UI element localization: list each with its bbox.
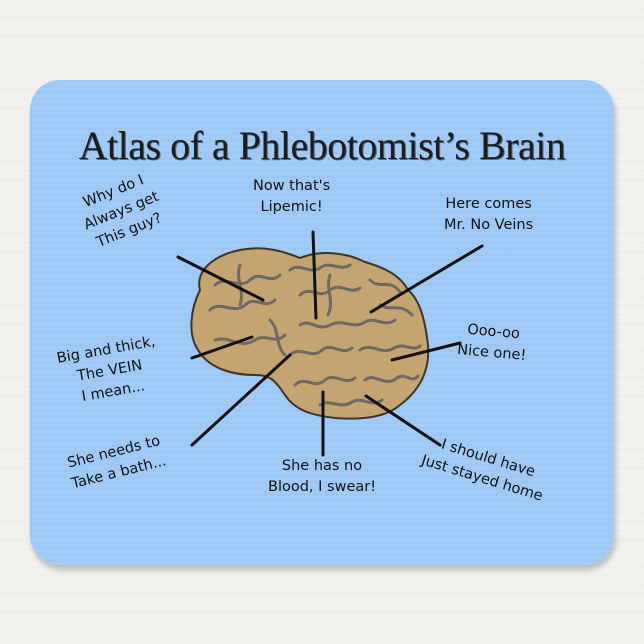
label-line: Now that's <box>253 178 331 194</box>
label-line: Mr. No Veins <box>444 217 534 233</box>
pointer-line-lipemic <box>311 230 318 320</box>
brain-icon <box>190 247 430 420</box>
pointer-line-why <box>176 255 265 302</box>
pointer-line-nice <box>390 341 462 362</box>
pointer-line-bigthick <box>190 335 254 360</box>
pointer-line-bath <box>190 353 292 447</box>
label-line: Lipemic! <box>260 199 323 215</box>
mousepad: Atlas of a Phlebotomist’s Brain <box>30 80 614 565</box>
label-nice: Ooo-oo Nice one! <box>456 319 529 367</box>
title: Atlas of a Phlebotomist’s Brain <box>78 123 566 168</box>
label-line: She has no <box>281 458 363 474</box>
label-noveins: Here comes Mr. No Veins <box>444 194 533 236</box>
label-line: Here comes <box>445 196 532 212</box>
pointer-line-home <box>364 394 442 447</box>
pointer-line-noveins <box>369 244 484 314</box>
pointer-lines <box>176 230 484 457</box>
label-line: Blood, I swear! <box>268 479 377 495</box>
label-noblood: She has no Blood, I swear! <box>268 456 376 498</box>
label-lipemic: Now that's Lipemic! <box>253 176 330 218</box>
